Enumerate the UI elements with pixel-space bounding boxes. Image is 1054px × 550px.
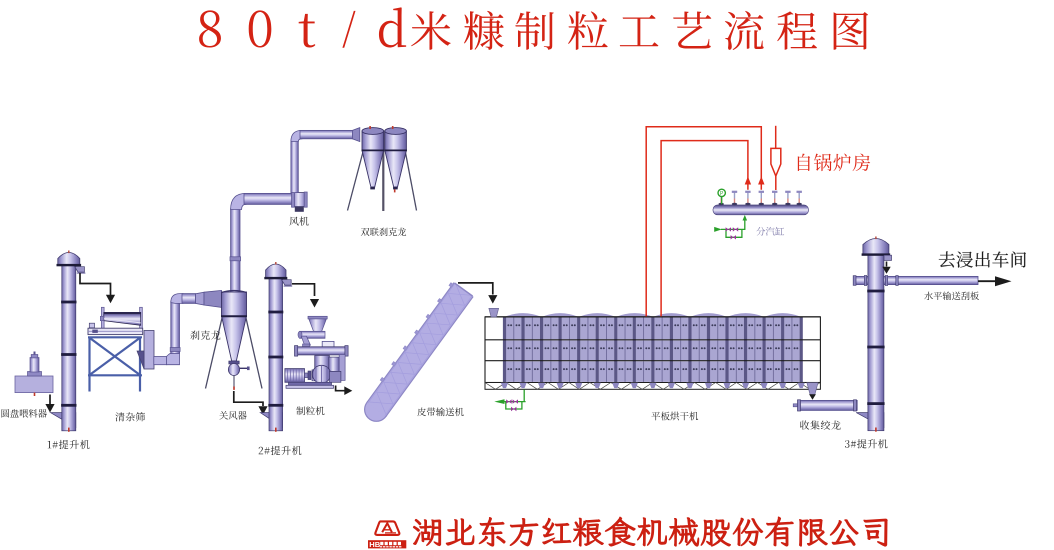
svg-text:P: P [720,191,724,197]
svg-text:HB: HB [369,540,380,549]
